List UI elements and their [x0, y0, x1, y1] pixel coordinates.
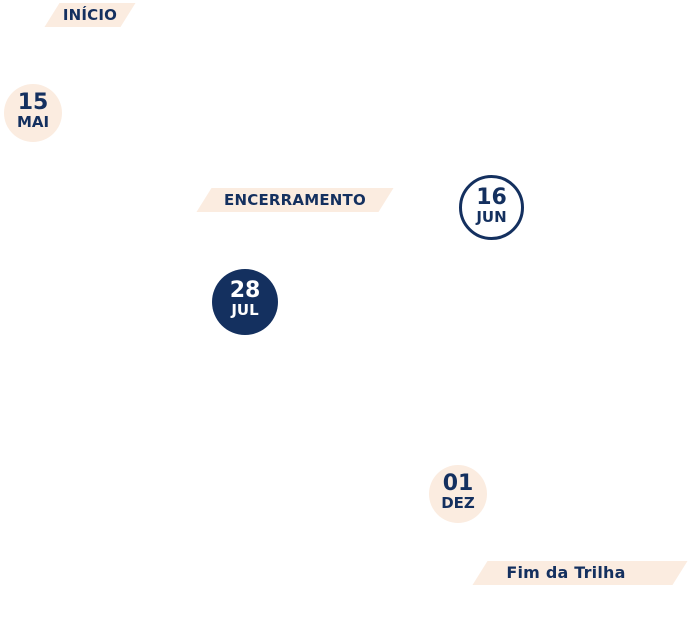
label-fim-da-trilha: Fim da Trilha [472, 561, 688, 585]
date-day: 28 [229, 278, 261, 303]
date-badge-28-jul: 28 JUL [212, 269, 278, 335]
date-badge-15-mai: 15 MAI [4, 84, 62, 142]
date-month: JUN [476, 208, 507, 226]
date-month: JUL [231, 301, 259, 319]
date-badge-01-dez: 01 DEZ [429, 465, 487, 523]
label-inicio-text: INÍCIO [62, 6, 118, 24]
label-encerramento-text: ENCERRAMENTO [224, 191, 366, 209]
label-encerramento: ENCERRAMENTO [196, 188, 394, 212]
label-fim-text: Fim da Trilha [506, 563, 626, 582]
date-month: DEZ [441, 494, 475, 512]
date-badge-16-jun: 16 JUN [459, 175, 524, 240]
date-day: 16 [476, 185, 507, 210]
date-day: 15 [17, 90, 49, 115]
date-month: MAI [16, 113, 50, 131]
label-inicio: INÍCIO [44, 3, 136, 27]
date-day: 01 [442, 471, 474, 496]
